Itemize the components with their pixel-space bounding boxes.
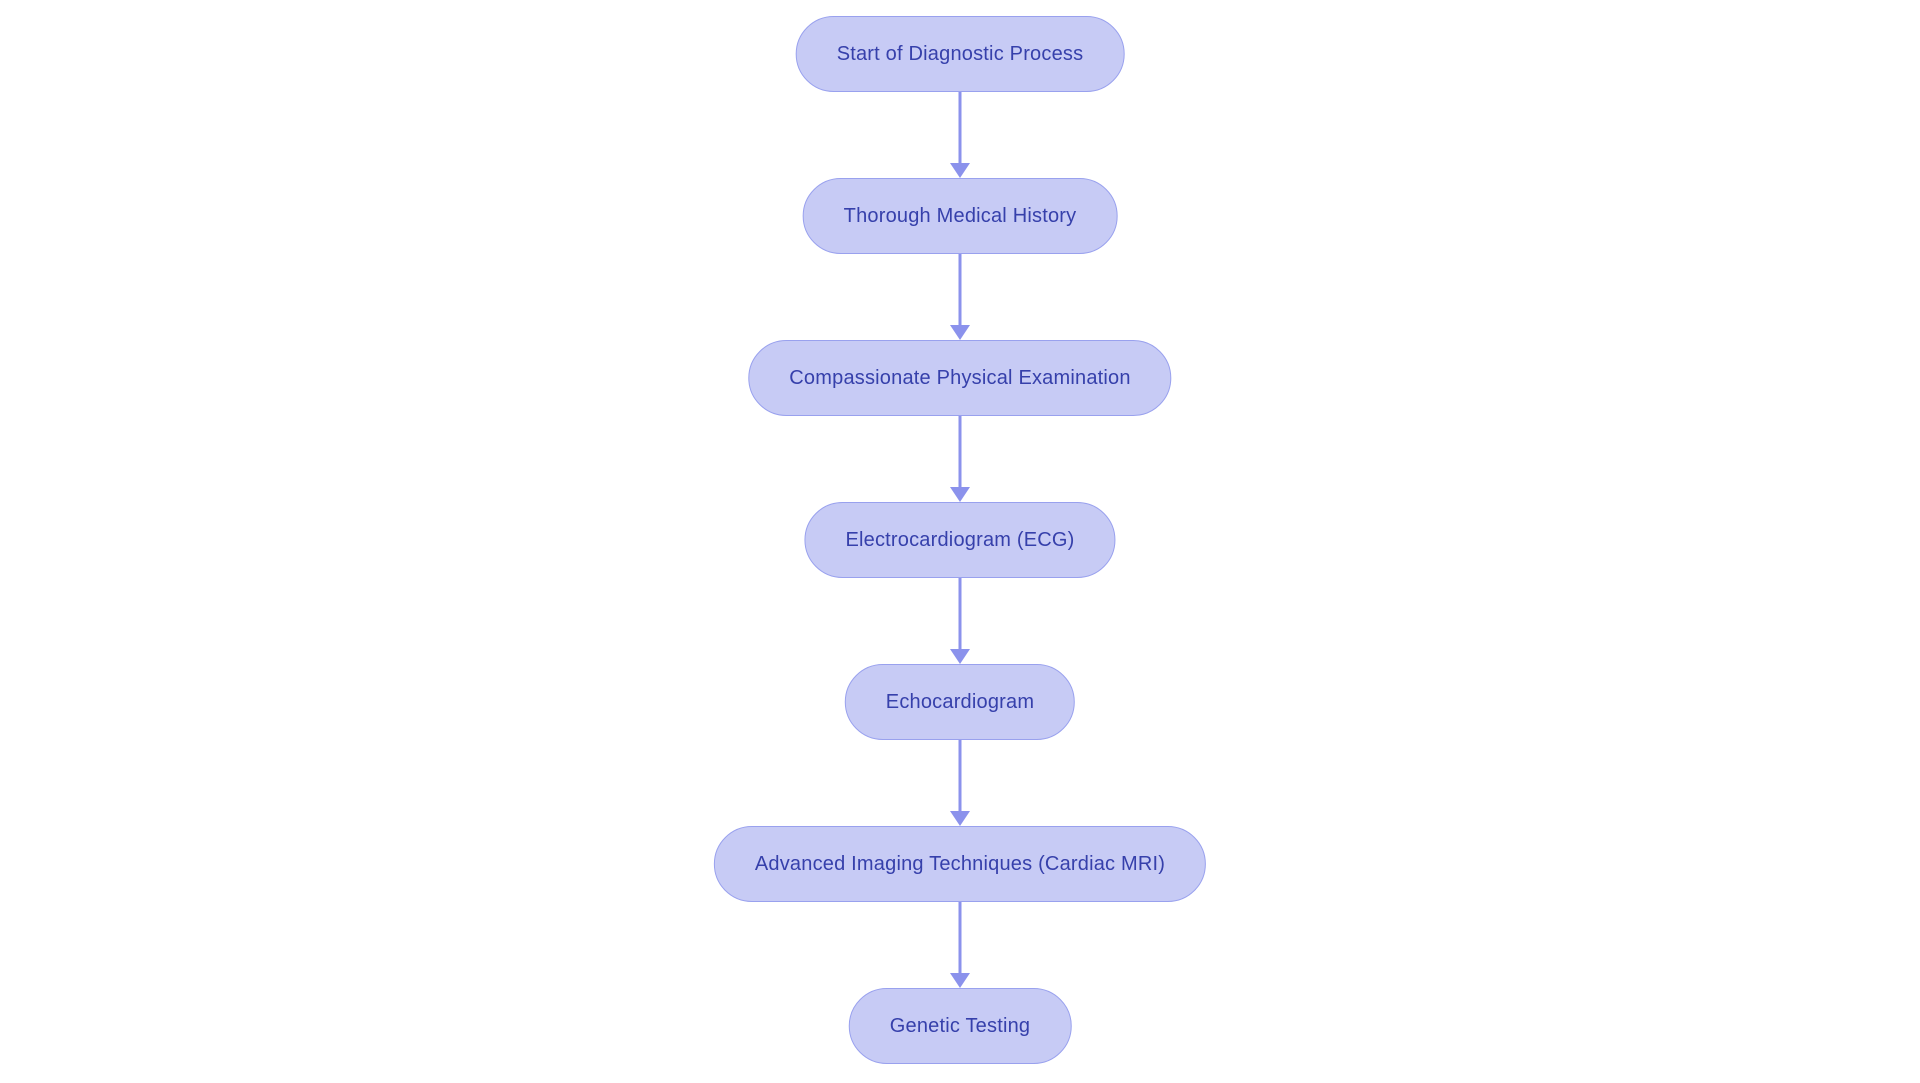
flow-arrowhead-icon	[950, 973, 970, 988]
flow-node-history: Thorough Medical History	[802, 178, 1118, 254]
flow-arrowhead-icon	[950, 811, 970, 826]
flow-node-label: Advanced Imaging Techniques (Cardiac MRI…	[754, 852, 1166, 875]
flow-node-label: Genetic Testing	[889, 1014, 1031, 1037]
flow-arrow-line-exam-to-ecg	[958, 416, 962, 487]
flow-node-start: Start of Diagnostic Process	[795, 16, 1125, 92]
flow-node-echo: Echocardiogram	[844, 664, 1076, 740]
flow-node-label: Echocardiogram	[885, 690, 1035, 713]
flow-arrowhead-icon	[950, 325, 970, 340]
flow-arrow-line-mri-to-genetic	[958, 902, 962, 973]
flow-arrow-line-history-to-exam	[958, 254, 962, 325]
flow-node-exam: Compassionate Physical Examination	[748, 340, 1172, 416]
flow-node-label: Compassionate Physical Examination	[789, 366, 1131, 389]
flow-node-genetic: Genetic Testing	[848, 988, 1072, 1064]
flow-node-label: Start of Diagnostic Process	[836, 42, 1084, 65]
flow-arrowhead-icon	[950, 163, 970, 178]
flow-node-mri: Advanced Imaging Techniques (Cardiac MRI…	[713, 826, 1207, 902]
flow-node-ecg: Electrocardiogram (ECG)	[804, 502, 1116, 578]
flow-arrow-line-ecg-to-echo	[958, 578, 962, 649]
flow-node-label: Electrocardiogram (ECG)	[845, 528, 1075, 551]
flow-arrow-line-echo-to-mri	[958, 740, 962, 811]
flow-arrowhead-icon	[950, 487, 970, 502]
flow-arrowhead-icon	[950, 649, 970, 664]
flow-node-label: Thorough Medical History	[843, 204, 1077, 227]
flow-arrow-line-start-to-history	[958, 92, 962, 163]
